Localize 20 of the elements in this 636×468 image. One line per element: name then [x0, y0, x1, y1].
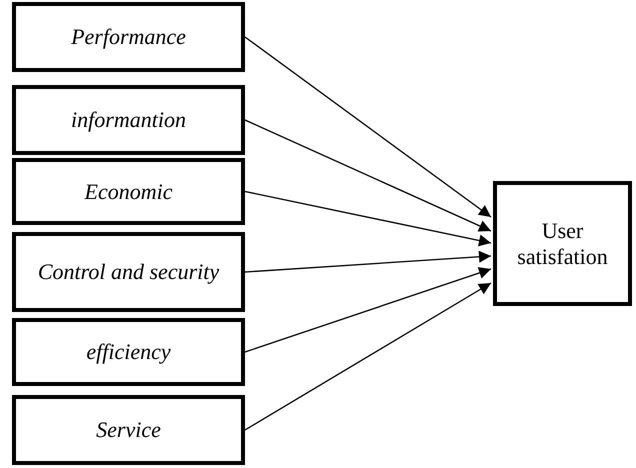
box-label: efficiency	[86, 339, 171, 365]
box-label: Economic	[84, 178, 172, 204]
box	[12, 158, 245, 225]
arrow	[244, 36, 492, 218]
box	[12, 232, 245, 312]
arrow	[244, 250, 492, 273]
box	[12, 395, 245, 465]
box-label: User satisfation	[516, 218, 609, 269]
box	[493, 181, 632, 306]
arrow	[244, 190, 492, 246]
arrow	[244, 282, 492, 431]
box-label: Performance	[71, 24, 186, 50]
arrow	[244, 119, 492, 232]
box	[12, 85, 245, 155]
box-label: Service	[96, 417, 161, 443]
box-label: informantion	[71, 107, 186, 133]
arrow	[244, 267, 492, 353]
box	[12, 2, 245, 72]
box	[12, 318, 245, 386]
box-label: Control and security	[38, 259, 220, 285]
